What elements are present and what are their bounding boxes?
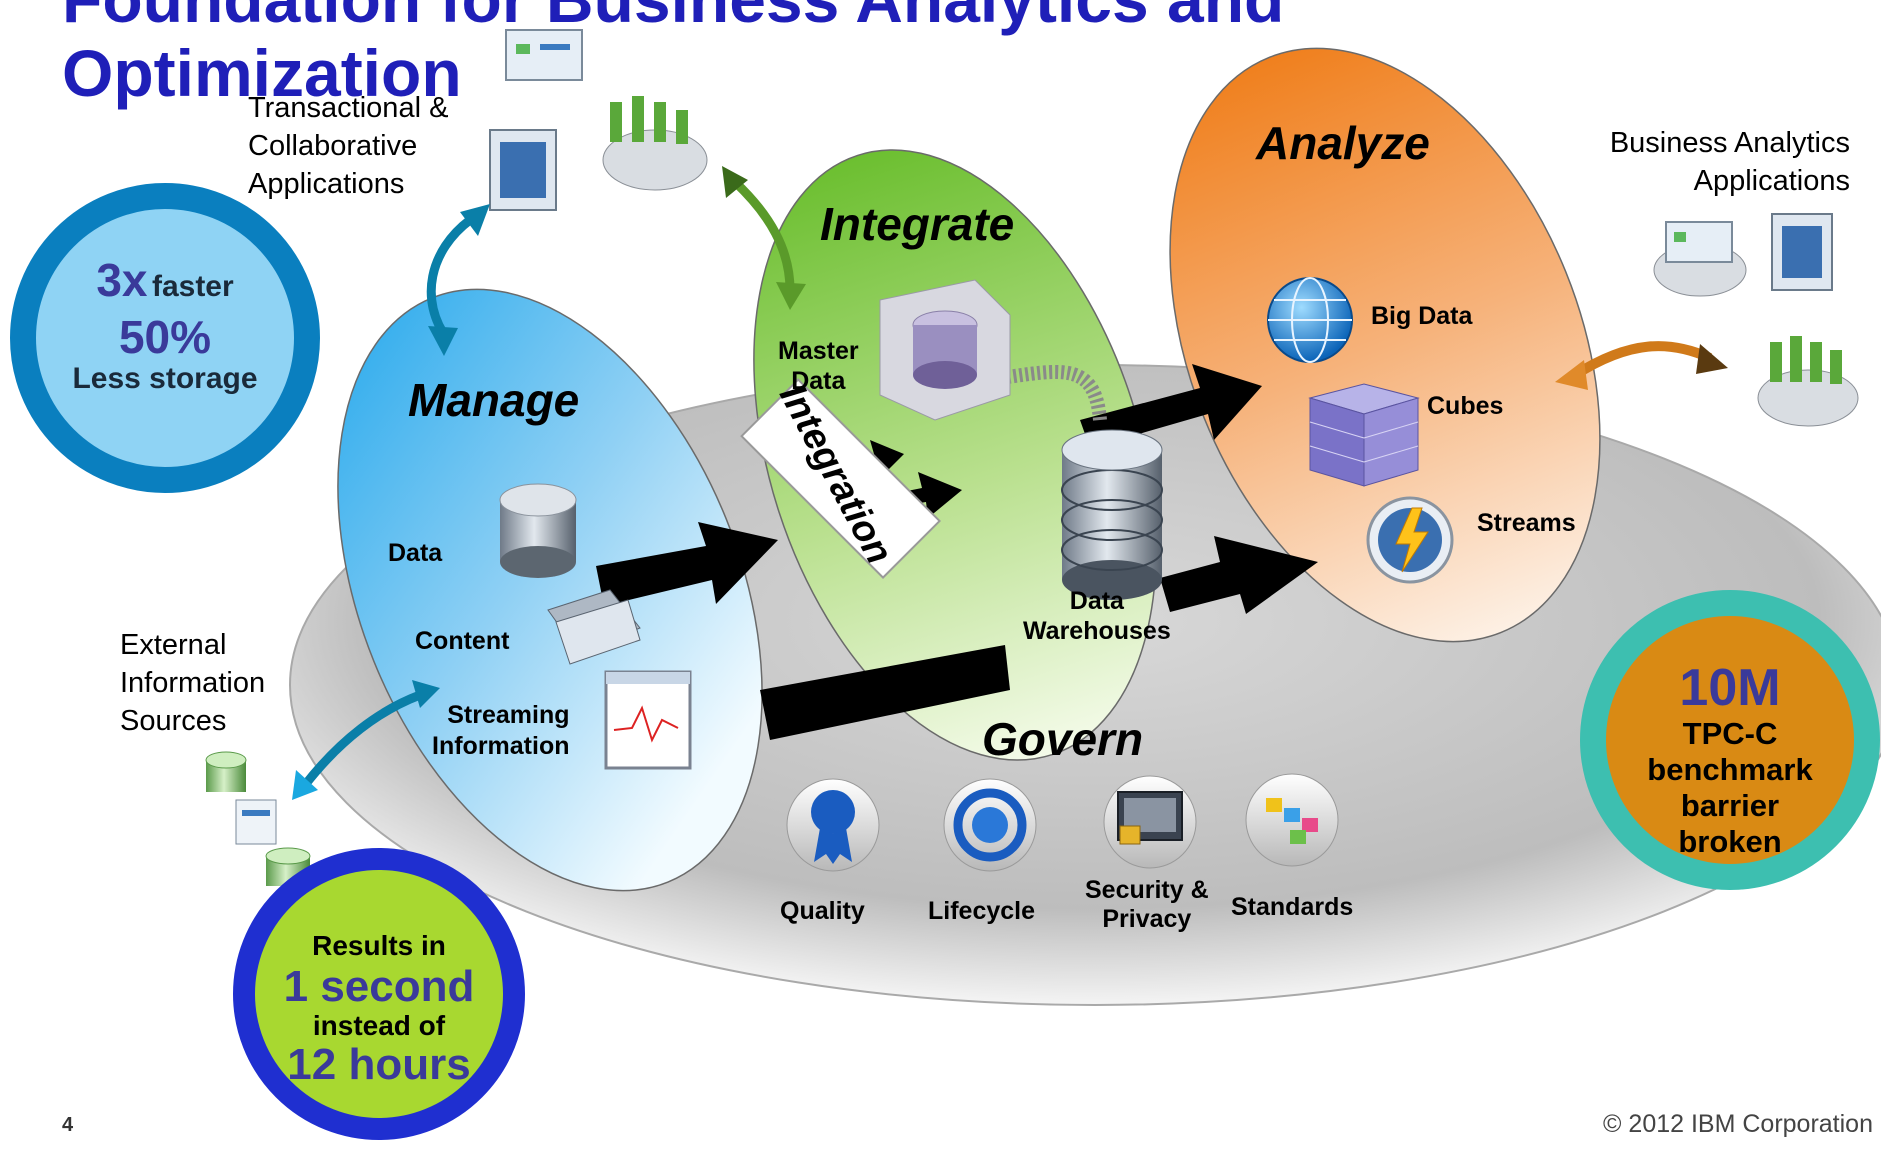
page-number: 4 <box>62 1114 74 1136</box>
speed-badge-50: 50% <box>118 311 212 363</box>
page-title: Foundation for Business Analytics and Op… <box>62 0 1284 110</box>
flow-arrow-manage-integrate <box>596 522 778 606</box>
business-analytics-apps-icon <box>1653 213 1859 427</box>
analyze-item-cubes: Cubes <box>1427 392 1504 420</box>
folder-icon <box>547 589 641 665</box>
results-badge-line2: 1 second <box>283 962 475 1011</box>
govern-item-standards: Standards <box>1231 893 1354 921</box>
flow-arrow-warehouse-analyze <box>1080 364 1262 448</box>
globe-icon <box>1267 277 1353 363</box>
analyze-ellipse <box>1169 47 1601 643</box>
external-sources-icon <box>205 751 311 886</box>
manage-item-streaming: Streaming Information <box>432 701 570 760</box>
transactional-apps-icon <box>489 29 708 211</box>
cubes-icon <box>1308 383 1420 487</box>
page-title-line2: Optimization <box>62 36 462 110</box>
security-monitor-icon <box>1103 775 1197 869</box>
speed-badge-less-storage: Less storage <box>72 362 258 395</box>
external-sources-label: External Information Sources <box>120 629 266 737</box>
transactional-manage-arrow <box>426 216 473 343</box>
tpcc-badge: 10M TPC-C benchmark barrier broken <box>1580 590 1880 890</box>
stage-integrate: Integrate <box>820 198 1015 250</box>
manage-item-content: Content <box>415 627 510 655</box>
integrate-item-master-data: Master Data <box>778 337 859 395</box>
results-badge-line1: Results in <box>312 930 446 961</box>
flow-arrow-warehouse-streams <box>1160 536 1318 614</box>
business-analytics-apps-label: Business Analytics Applications <box>1609 127 1850 197</box>
speed-badge-3x: 3x <box>96 254 148 306</box>
integrate-item-data-warehouses: Data Warehouses <box>1023 587 1171 645</box>
tpcc-badge-10m: 10M <box>1679 659 1781 717</box>
masterdata-feedback-arrow <box>999 364 1107 421</box>
tpcc-badge-line2: benchmark <box>1647 752 1813 787</box>
speed-badge-faster: faster <box>151 270 234 303</box>
standards-icon <box>1245 773 1339 867</box>
govern-item-quality: Quality <box>780 897 865 925</box>
stage-manage: Manage <box>408 374 580 426</box>
results-badge-line3: instead of <box>312 1010 446 1041</box>
analyze-apps-arrow <box>1572 341 1713 380</box>
page-title-line1: Foundation for Business Analytics and <box>62 0 1284 36</box>
streams-icon <box>1366 496 1454 584</box>
results-badge-line4: 12 hours <box>287 1040 471 1089</box>
speed-storage-badge: 3x faster 50% Less storage <box>10 183 320 493</box>
stream-chart-icon <box>604 670 692 770</box>
govern-item-lifecycle: Lifecycle <box>928 897 1036 925</box>
master-data-cube-icon <box>879 279 1011 421</box>
tpcc-badge-line3: barrier <box>1680 788 1780 823</box>
stage-analyze: Analyze <box>1256 117 1430 169</box>
integration-card <box>740 378 941 579</box>
flow-arrow-govern-left <box>760 645 1010 740</box>
stage-govern: Govern <box>982 713 1144 765</box>
data-cylinder-icon <box>499 483 577 578</box>
external-manage-arrow <box>301 690 422 788</box>
tpcc-badge-line4: broken <box>1678 824 1782 859</box>
govern-item-security: Security & Privacy <box>1085 876 1209 933</box>
analyze-item-streams: Streams <box>1477 509 1576 537</box>
integrate-ellipse <box>753 149 1157 761</box>
apps-integrate-arrow <box>731 178 795 291</box>
copyright: © 2012 IBM Corporation <box>1603 1110 1873 1138</box>
manage-item-data: Data <box>388 539 443 567</box>
quality-ribbon-icon <box>786 778 880 872</box>
tpcc-badge-line1: TPC-C <box>1682 716 1778 751</box>
analyze-item-big-data: Big Data <box>1371 302 1473 330</box>
lifecycle-icon <box>943 778 1037 872</box>
results-badge: Results in 1 second instead of 12 hours <box>233 848 525 1140</box>
data-warehouse-stack-icon <box>1061 429 1163 600</box>
transactional-apps-label: Transactional & Collaborative Applicatio… <box>248 92 449 200</box>
